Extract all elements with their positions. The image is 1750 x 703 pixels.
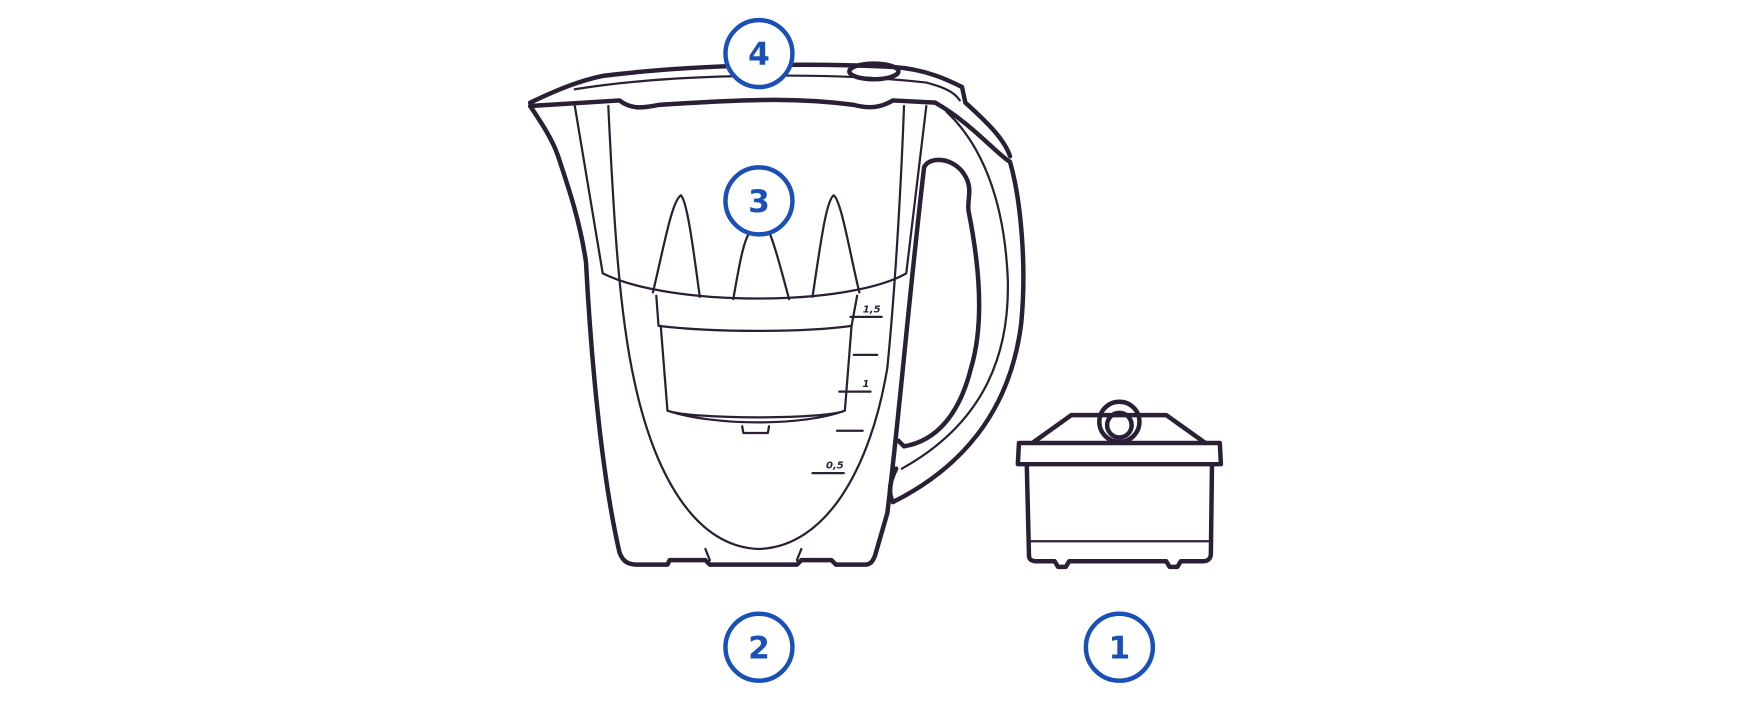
- svg-text:3: 3: [748, 184, 770, 220]
- scale-label-0-5: 0,5: [826, 461, 844, 472]
- cartridge-knob-inner: [1104, 410, 1134, 440]
- svg-text:2: 2: [748, 630, 770, 666]
- jug-body-outline: [527, 103, 927, 567]
- handle-outer: [887, 100, 1026, 505]
- callout-1: 1: [1083, 611, 1156, 683]
- lid-button: [847, 61, 901, 82]
- callout-2: 2: [723, 611, 795, 683]
- scale-label-1: 1: [862, 379, 869, 390]
- funnel-cup: [655, 294, 859, 424]
- volume-scale: 1,5 1 0,5: [811, 304, 883, 475]
- jug-base-notch: [704, 547, 803, 562]
- callout-3: 3: [723, 165, 795, 237]
- funnel-cone-left: [651, 194, 701, 298]
- cartridge-body: [1024, 461, 1215, 570]
- lid-rim: [527, 97, 938, 110]
- jug: 1,5 1 0,5: [527, 61, 1026, 567]
- scale-label-1-5: 1,5: [863, 304, 881, 315]
- filter-cartridge: [1015, 399, 1224, 570]
- funnel-cone-middle: [732, 230, 791, 301]
- handle-inner: [896, 157, 982, 449]
- jug-body-inner-wall: [573, 104, 928, 300]
- funnel-cone-right: [811, 194, 861, 298]
- callout-4: 4: [723, 17, 795, 90]
- svg-text:4: 4: [748, 37, 770, 73]
- handle-mid: [900, 110, 1009, 470]
- cartridge-knob: [1097, 399, 1142, 445]
- lid-outline: [527, 62, 1013, 159]
- lid-inner: [573, 74, 961, 102]
- jug-window: [607, 104, 906, 551]
- funnel-spout: [741, 425, 771, 435]
- svg-text:1: 1: [1109, 630, 1131, 666]
- cartridge-rim: [1015, 440, 1224, 467]
